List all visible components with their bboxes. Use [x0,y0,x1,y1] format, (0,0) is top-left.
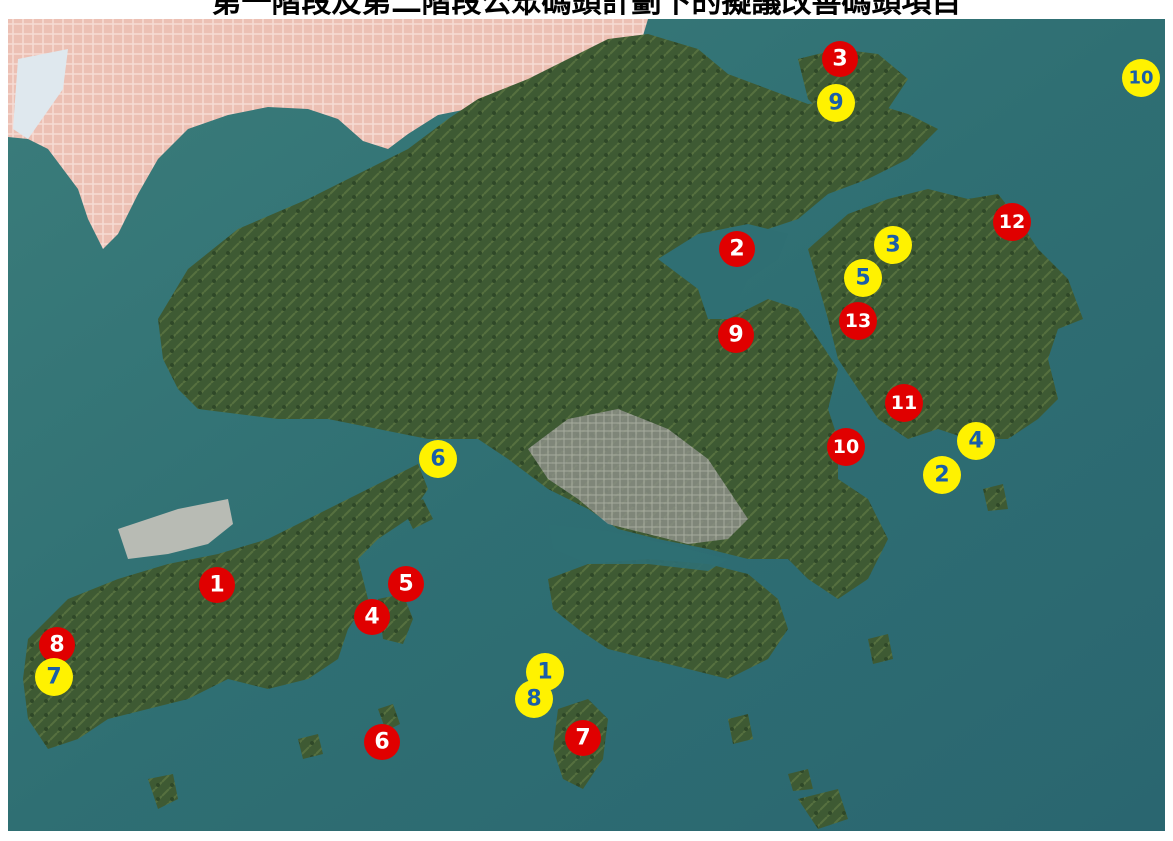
small-island-south-3 [798,789,848,829]
phase-one-marker-label: 3 [832,47,847,72]
small-island-east-3 [728,714,753,744]
phase-two-marker-label: 3 [885,233,900,258]
phase-two-marker: 7 [35,658,73,696]
small-island-south-1 [298,734,323,759]
phase-one-marker: 8 [39,627,75,663]
phase-two-marker-label: 10 [1128,68,1153,89]
small-island-peng-chau [378,594,413,644]
map-title: 第一階段及第二階段公眾碼頭計劃下的擬議改善碼頭項目 [211,0,962,18]
phase-one-marker-label: 9 [728,323,743,348]
hong-kong-island [548,559,788,679]
phase-two-marker: 6 [419,440,457,478]
small-island-east-1 [868,634,893,664]
phase-one-markers: 1 2 3 4 5 6 7 8 9 10 11 12 13 [39,41,1031,760]
phase-one-marker: 11 [885,384,923,422]
small-island-east-2 [788,769,813,791]
phase-one-marker: 5 [388,566,424,602]
phase-one-marker: 2 [719,231,755,267]
phase-two-marker: 8 [515,680,553,718]
shenzhen-coast-strip [13,49,68,139]
phase-two-marker: 3 [874,226,912,264]
airport-island [118,499,233,559]
phase-one-marker-label: 2 [729,237,744,262]
phase-one-marker-label: 5 [398,572,413,597]
lantau-island [23,464,428,749]
phase-two-marker: 2 [923,456,961,494]
phase-one-marker-label: 1 [209,573,224,598]
phase-two-marker-label: 2 [934,463,949,488]
phase-two-marker: 5 [844,259,882,297]
phase-one-marker-label: 11 [891,392,917,414]
tolo-harbour [658,224,788,319]
phase-two-markers: 1 2 3 4 5 6 7 8 9 10 [35,59,1160,718]
phase-one-marker-label: 6 [374,730,389,755]
phase-one-marker-label: 12 [999,211,1025,233]
phase-two-marker-label: 1 [537,660,552,685]
phase-one-marker-label: 10 [833,436,859,458]
small-island-ma-wan [403,499,433,529]
phase-two-marker-label: 6 [430,447,445,472]
phase-one-marker: 6 [364,724,400,760]
phase-one-marker: 4 [354,599,390,635]
phase-one-marker: 13 [839,302,877,340]
phase-two-marker: 9 [817,84,855,122]
satellite-map: 1 2 3 4 5 6 7 8 9 10 11 12 13 1 2 3 4 5 … [8,19,1165,831]
phase-two-marker: 10 [1122,59,1160,97]
kowloon-urban-area [528,409,748,544]
phase-one-marker-label: 4 [364,605,379,630]
victoria-harbour [548,524,728,571]
phase-one-marker: 10 [827,428,865,466]
phase-two-marker-label: 8 [526,687,541,712]
phase-one-marker: 7 [565,720,601,756]
small-island-east-4 [983,484,1008,511]
phase-one-marker: 9 [718,317,754,353]
phase-one-marker: 1 [199,567,235,603]
shenzhen-urban-area [8,19,648,249]
phase-two-marker-label: 4 [968,429,983,454]
phase-one-marker-label: 8 [49,633,64,658]
phase-two-marker-label: 9 [828,91,843,116]
new-territories-land [158,34,938,599]
small-island-cheung-chau [378,704,400,731]
phase-two-marker-label: 7 [46,665,61,690]
phase-two-marker-label: 5 [855,266,870,291]
phase-one-marker-label: 7 [575,726,590,751]
phase-one-marker: 3 [822,41,858,77]
phase-one-marker: 12 [993,203,1031,241]
phase-two-marker: 4 [957,422,995,460]
small-island-south-2 [148,774,178,809]
phase-one-marker-label: 13 [845,310,871,332]
